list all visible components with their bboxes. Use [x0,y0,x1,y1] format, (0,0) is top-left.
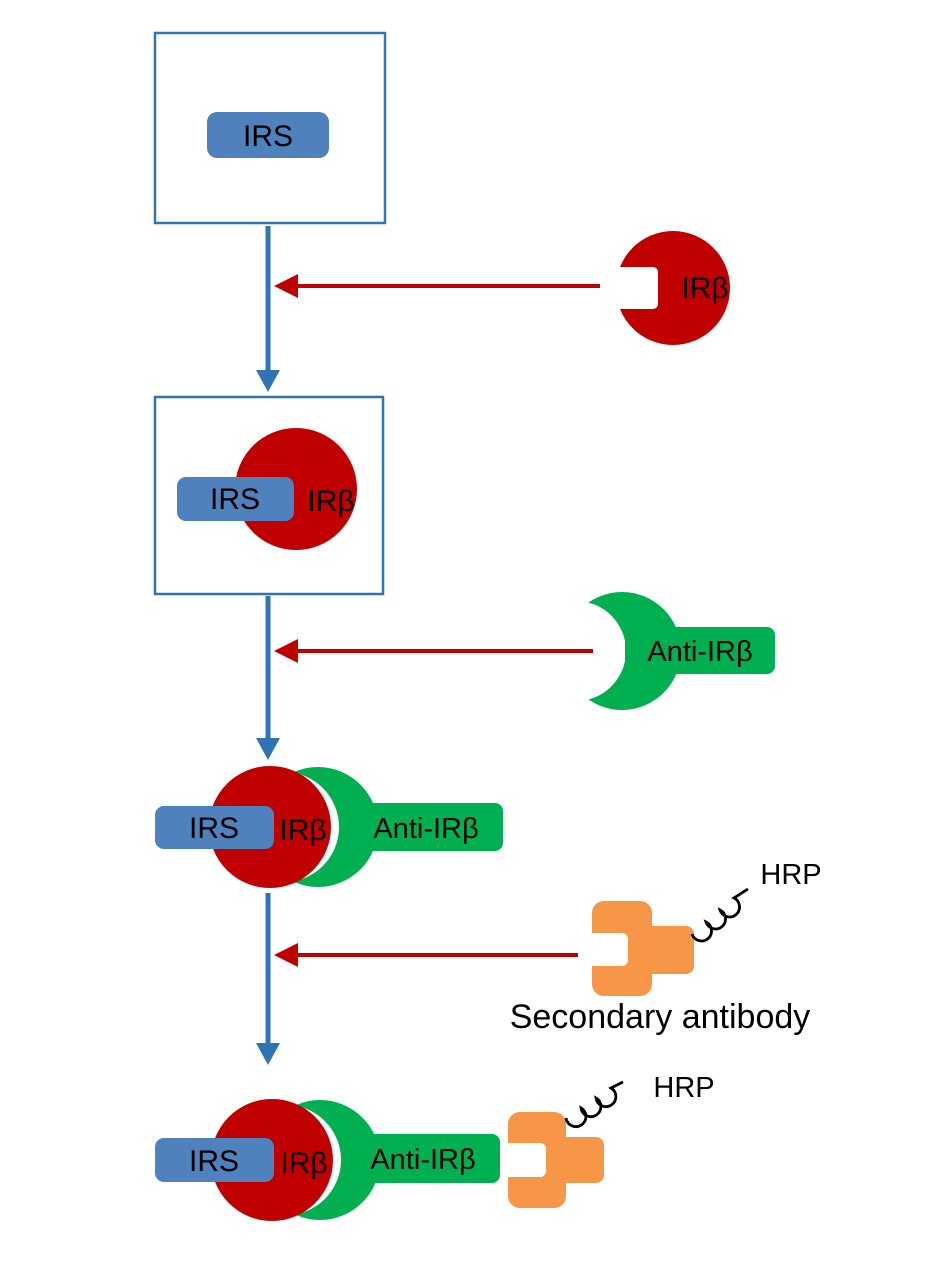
stage4-irb-label: IRβ [280,1147,327,1180]
stage3-anti-irb-label: Anti-IRβ [373,813,478,845]
anti-irb-reagent-tag [625,627,775,674]
stage4-anti-irb-tag [347,1134,500,1183]
stage3-anti-irb-tag [350,803,503,851]
hrp-reagent-label: HRP [760,859,821,891]
stage3-irb-label: IRβ [279,814,326,847]
stage4-hrp-label: HRP [653,1072,714,1104]
hrp-linker-coil [690,887,749,943]
stage2-box [153,395,385,596]
stage4-irs-label: IRS [189,1145,239,1178]
secondary-antibody-caption: Secondary antibody [510,998,811,1036]
irb-reagent-shape [616,231,730,345]
stage4-secondary-antibody-arm [554,1137,604,1183]
stage3-irs-shape [155,806,274,849]
stage2-irs-shape [177,477,294,521]
secondary-antibody-notch [582,933,628,966]
stage3-irs-label: IRS [189,812,239,845]
flow-arrow-3-head [256,1043,280,1065]
stage4-hrp-linker-coil [564,1080,624,1128]
stage1-box [153,31,387,225]
irb-reagent-label: IRβ [681,272,728,305]
add-anti-irb-arrow-head [274,639,298,663]
add-secondary-antibody-arrow-head [274,943,298,967]
anti-irb-reagent-label: Anti-IRβ [647,636,752,668]
stage2-irs-label: IRS [210,483,260,516]
secondary-antibody-shape-arm [640,926,694,974]
stage2-irb-label: IRβ [307,485,354,518]
stage4-anti-irb-label: Anti-IRβ [370,1144,475,1176]
flow-arrow-2-head [256,738,280,760]
stage4-secondary-antibody-notch [502,1143,546,1177]
add-irb-arrow-head [274,274,298,298]
flow-arrow-1-head [256,370,280,392]
stage1-irs-label: IRS [243,120,293,153]
stage4-irs-shape [155,1138,274,1182]
stage1-irs-shape [207,112,329,158]
irb-reagent-notch [604,267,658,309]
